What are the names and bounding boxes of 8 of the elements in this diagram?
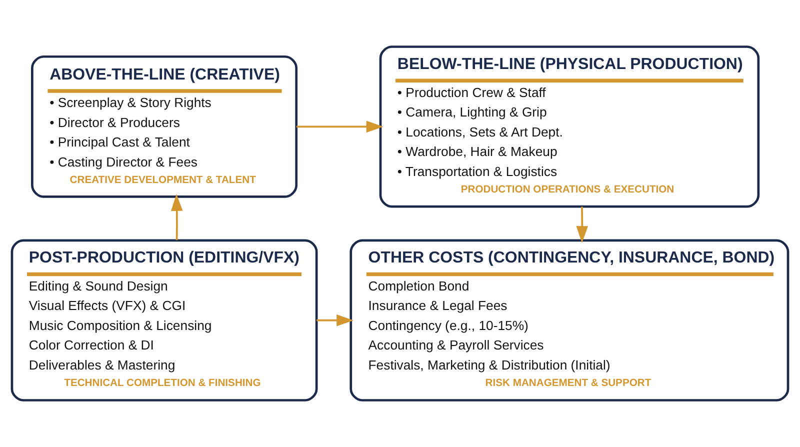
arrow bbox=[170, 194, 183, 240]
arrow bbox=[296, 120, 384, 133]
node-box: ABOVE-THE-LINE (CREATIVE) • Screenplay & Story Rights • Director & Producers • Principal Cast & Talent • Casting Director & Fees CREATIVE DEVELOPMENT & TALENT bbox=[31, 55, 298, 198]
arrow bbox=[316, 314, 354, 326]
arrow bbox=[576, 206, 588, 243]
node-box: POST-PRODUCTION (EDITING/VFX) Editing & Sound Design Visual Effects (VFX) & CGI Music Composition & Licensing Color Correction & DI Deliverables & Mastering TECHNICAL COMPLETION & FINISHING bbox=[10, 239, 318, 402]
node-box: BELOW-THE-LINE (PHYSICAL PRODUCTION) • Production Crew & Staff • Camera, Lighting & Grip • Locations, Sets & Art Dept. • Wardrobe, Hair & Makeup • Transportation & Logistics PRODUCTION OPERATIONS & EXECUTION bbox=[379, 46, 760, 208]
node-box: OTHER COSTS (CONTINGENCY, INSURANCE, BOND) Completion Bond Insurance & Legal Fees Contingency (e.g., 10-15%) Accounting & Payroll Services Festivals, Marketing & Distribution (Initial) RISK MANAGEMENT & SUPPORT bbox=[350, 239, 790, 402]
